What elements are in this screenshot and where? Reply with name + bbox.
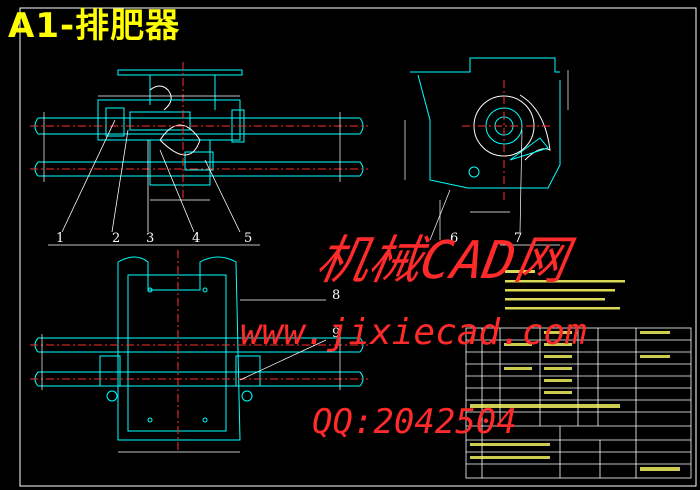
- side-view: [410, 57, 561, 189]
- part-number-8: 8: [332, 288, 341, 303]
- part-number-3: 3: [146, 231, 155, 246]
- watermark-qq: QQ:2042504: [312, 402, 517, 442]
- drawing-frame: [19, 7, 697, 487]
- part-number-5: 5: [244, 231, 253, 246]
- drawing-title: A1-排肥器: [8, 6, 181, 46]
- part-number-7: 7: [514, 231, 523, 246]
- leader-lines-top: [48, 119, 260, 246]
- title-block-fill: [470, 331, 680, 471]
- watermark-site-name: 机械CAD网: [311, 231, 573, 291]
- side-dimensions: [404, 70, 569, 246]
- part-number-1: 1: [56, 231, 65, 246]
- front-section-view: [34, 69, 364, 186]
- front-dimensions: [43, 95, 341, 201]
- part-number-9: 9: [332, 326, 341, 341]
- part-number-6: 6: [450, 231, 459, 246]
- front-centerlines: [30, 62, 368, 200]
- top-dimensions: [41, 299, 341, 453]
- part-number-2: 2: [112, 231, 121, 246]
- title-block: [465, 327, 692, 479]
- technical-notes: [505, 270, 625, 310]
- part-number-4: 4: [192, 231, 201, 246]
- top-centerlines: [30, 250, 368, 452]
- side-centerlines: [462, 80, 550, 200]
- watermark-url: www.jixiecad.com: [240, 312, 587, 353]
